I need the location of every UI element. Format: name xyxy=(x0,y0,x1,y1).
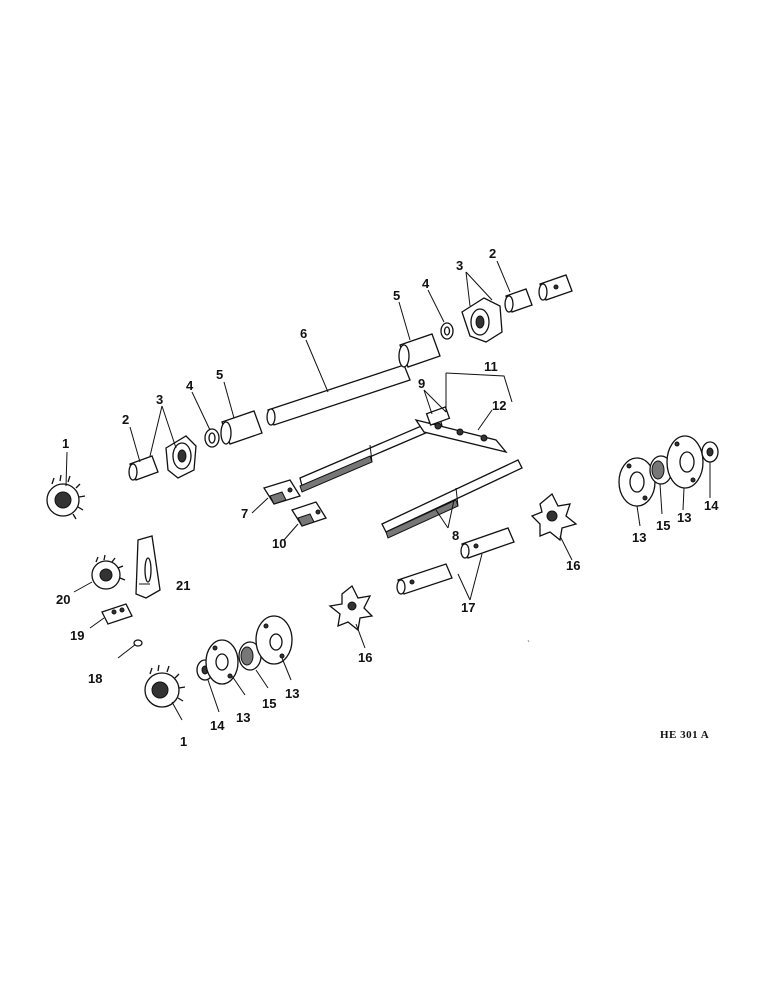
flange-13-right-a xyxy=(618,457,656,507)
chain-link-12 xyxy=(414,406,508,454)
callout-21: 21 xyxy=(176,578,190,593)
bearing-flange-3-right xyxy=(461,297,503,343)
bolt-18 xyxy=(117,639,143,659)
star-wheel-16-center xyxy=(328,584,374,632)
collar-2-left xyxy=(128,455,159,481)
callout-12: 12 xyxy=(492,398,506,413)
star-wheel-16-right xyxy=(530,492,578,542)
callout-11: 11 xyxy=(484,359,498,374)
stray-mark xyxy=(527,639,530,643)
chain-attachment-7 xyxy=(263,479,301,505)
callout-2: 2 xyxy=(122,412,129,427)
leader-lines xyxy=(65,260,711,721)
flange-13-lower-b xyxy=(255,615,293,665)
washer-4-left-hole xyxy=(208,432,216,444)
callout-17: 17 xyxy=(461,600,475,615)
flange-13-right-b xyxy=(666,435,704,489)
bushing-5-left xyxy=(220,410,263,445)
callout-15: 15 xyxy=(262,696,276,711)
callout-14: 14 xyxy=(704,498,719,513)
figure-code: HE 301 A xyxy=(660,729,709,741)
sprocket-1-lower xyxy=(144,664,186,708)
callout-1: 1 xyxy=(180,734,187,749)
bushing-5-right xyxy=(398,333,441,368)
callout-3: 3 xyxy=(456,258,463,273)
callout-16: 16 xyxy=(358,650,372,665)
collar-2-right xyxy=(504,288,533,313)
bracket-21 xyxy=(135,535,161,599)
callout-5: 5 xyxy=(393,288,400,303)
callout-15: 15 xyxy=(656,518,670,533)
sprocket-20 xyxy=(91,554,126,590)
pin-end-right xyxy=(538,274,573,301)
chain-attachment-10 xyxy=(291,501,327,527)
bearing-flange-3-left xyxy=(165,435,197,479)
sprocket-1-upper xyxy=(46,474,86,520)
callout-13: 13 xyxy=(632,530,646,545)
callout-7: 7 xyxy=(241,506,248,521)
shaft-17-left xyxy=(396,563,453,595)
callout-10: 10 xyxy=(272,536,286,551)
callout-8: 8 xyxy=(452,528,459,543)
flange-13-lower-a xyxy=(205,639,239,685)
bar-8 xyxy=(381,459,523,539)
shaft-6 xyxy=(266,364,411,426)
callout-13: 13 xyxy=(285,686,299,701)
callout-13: 13 xyxy=(236,710,250,725)
callout-14: 14 xyxy=(210,718,225,733)
callout-13: 13 xyxy=(677,510,691,525)
callout-6: 6 xyxy=(300,326,307,341)
callout-9: 9 xyxy=(418,376,425,391)
callout-5: 5 xyxy=(216,367,223,382)
callout-2: 2 xyxy=(489,246,496,261)
callout-19: 19 xyxy=(70,628,84,643)
callout-3: 3 xyxy=(156,392,163,407)
callout-4: 4 xyxy=(186,378,194,393)
callout-1: 1 xyxy=(62,436,69,451)
callout-18: 18 xyxy=(88,671,102,686)
callout-20: 20 xyxy=(56,592,70,607)
callout-4: 4 xyxy=(422,276,430,291)
collar-14-right xyxy=(701,441,719,463)
washer-4-right-hole xyxy=(443,326,451,336)
shaft-17-right xyxy=(460,527,515,559)
bar-assembly-9 xyxy=(299,417,443,493)
callout-16: 16 xyxy=(566,558,580,573)
key-19 xyxy=(101,603,133,625)
